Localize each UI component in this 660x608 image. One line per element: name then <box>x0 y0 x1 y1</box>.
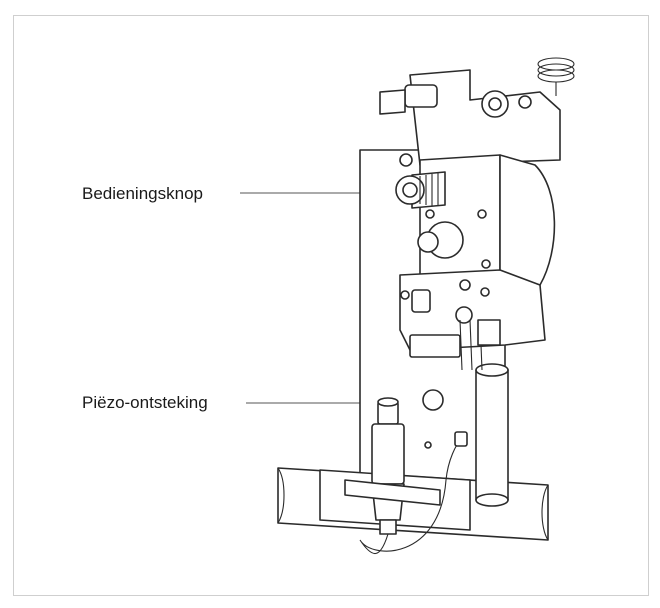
inlet-pipe <box>379 89 406 115</box>
spring-coil <box>537 57 575 96</box>
piezo-igniter <box>344 397 441 535</box>
gas-valve-body <box>399 69 561 358</box>
pressure-knob <box>417 221 464 259</box>
control-knob-label: Bedieningsknop <box>82 184 203 203</box>
figure-frame <box>13 15 649 596</box>
control-knob <box>395 171 446 209</box>
piezo-ignition-label: Piëzo-ontsteking <box>82 393 208 412</box>
pilot-tube <box>475 363 509 507</box>
ignition-wire <box>359 319 501 555</box>
